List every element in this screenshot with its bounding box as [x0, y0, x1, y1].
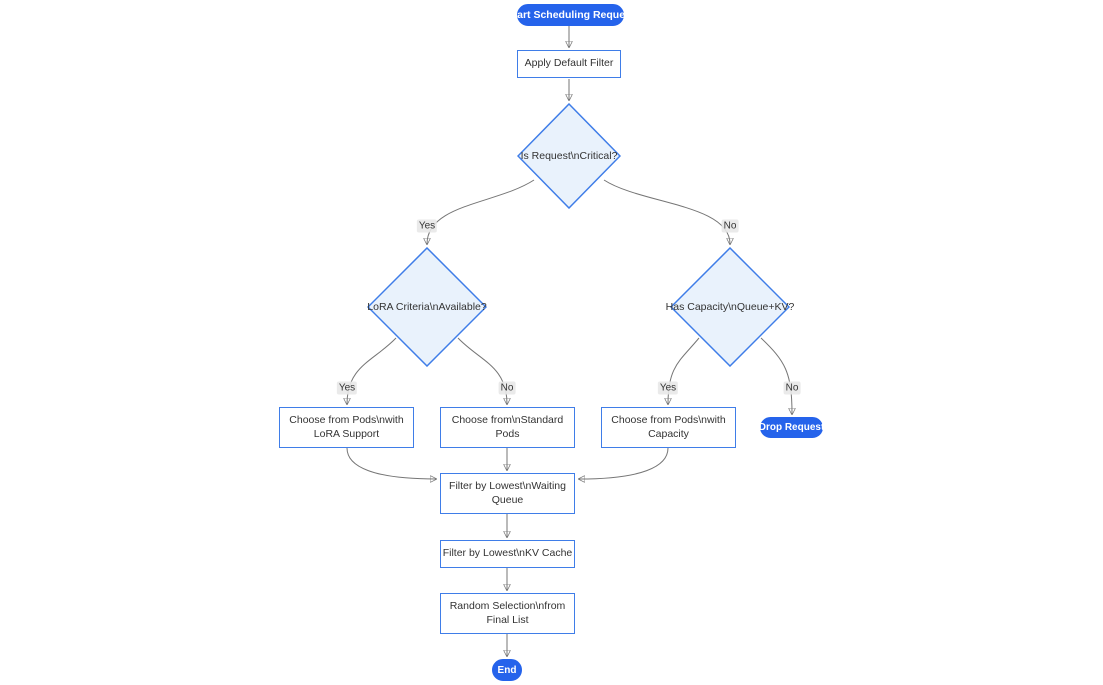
node-start-scheduling-request: Start Scheduling Request: [507, 4, 634, 26]
node-filter-lowest-waiting-queue: Filter by Lowest\nWaiting Queue: [440, 473, 575, 514]
diamond-shape: [670, 247, 790, 367]
node-label: Start Scheduling Request: [506, 9, 635, 21]
node-label: Filter by Lowest\nKV Cache: [442, 547, 573, 560]
node-label-line1: Choose from Pods\nwith: [289, 414, 404, 426]
node-label-line1: Random Selection\nfrom: [449, 600, 566, 612]
node-label-line1: Choose from\nStandard: [451, 414, 564, 426]
node-label-line2: Capacity: [648, 427, 689, 440]
edge-label-capacity-yes: Yes: [657, 381, 679, 395]
node-label-line2: Final List: [486, 613, 529, 626]
node-choose-pods-capacity: Choose from Pods\nwith Capacity: [601, 407, 736, 448]
node-label: Drop Request: [758, 422, 825, 433]
edge-label-capacity-no: No: [783, 381, 801, 395]
edge-capacity-no: [760, 337, 792, 414]
node-label-line2: LoRA Support: [313, 427, 380, 440]
node-drop-request: Drop Request: [758, 417, 825, 438]
edge-label-lora-no: No: [498, 381, 516, 395]
edge-label-lora-yes: Yes: [336, 381, 358, 395]
node-apply-default-filter: Apply Default Filter: [517, 50, 621, 78]
node-label: Has Capacity\nQueue+KV?: [665, 301, 795, 313]
decision-is-request-critical: Is Request\nCritical?: [517, 103, 621, 209]
node-label: LoRA Criteria\nAvailable?: [367, 301, 487, 313]
node-label-line2: Queue: [491, 493, 524, 506]
diamond-shape: [517, 103, 621, 209]
node-label-line1: Filter by Lowest\nWaiting: [449, 480, 566, 492]
node-label: Is Request\nCritical?: [520, 150, 618, 162]
edge-label-critical-no: No: [721, 219, 739, 233]
node-random-selection-final-list: Random Selection\nfrom Final List: [440, 593, 575, 634]
node-choose-pods-lora-support: Choose from Pods\nwith LoRA Support: [279, 407, 414, 448]
edge-critical-no: [603, 179, 730, 244]
node-choose-standard-pods: Choose from\nStandard Pods: [440, 407, 575, 448]
edge-box3-to-filterqueue: [579, 447, 669, 479]
decision-lora-criteria-available: LoRA Criteria\nAvailable?: [367, 247, 487, 367]
edge-label-critical-yes: Yes: [416, 219, 438, 233]
node-label-line2: Pods: [495, 427, 520, 440]
edge-box1-to-filterqueue: [346, 447, 436, 479]
node-filter-lowest-kv-cache: Filter by Lowest\nKV Cache: [440, 540, 575, 568]
node-label-line1: Choose from Pods\nwith: [611, 414, 726, 426]
node-end: End: [492, 659, 522, 681]
node-label: Apply Default Filter: [524, 57, 614, 70]
diamond-shape: [367, 247, 487, 367]
decision-has-capacity-queue-kv: Has Capacity\nQueue+KV?: [666, 247, 794, 367]
node-label: End: [497, 664, 517, 676]
